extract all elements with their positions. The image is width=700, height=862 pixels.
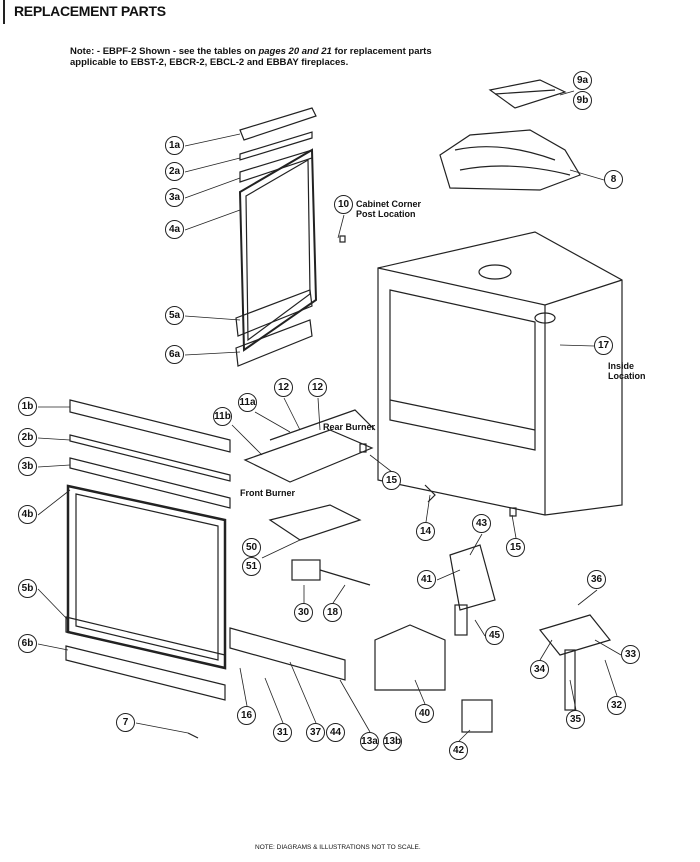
upper-trim-parts <box>235 107 346 367</box>
leader-lines <box>37 90 622 742</box>
callout-7: 7 <box>116 713 135 732</box>
callout-45: 45 <box>485 626 504 645</box>
callout-14: 14 <box>416 522 435 541</box>
callout-4a: 4a <box>165 220 184 239</box>
callout-42: 42 <box>449 741 468 760</box>
note-line1: Note: - EBPF-2 Shown - see the tables on <box>70 46 259 57</box>
callout-30: 30 <box>294 603 313 622</box>
callout-51: 51 <box>242 557 261 576</box>
callout-32: 32 <box>607 696 626 715</box>
callout-13a: 13a <box>360 732 379 751</box>
callout-16: 16 <box>237 706 256 725</box>
callout-50: 50 <box>242 538 261 557</box>
margin-bar <box>3 0 5 24</box>
callout-13b: 13b <box>383 732 402 751</box>
rear-burner-label: Rear Burner <box>323 422 376 432</box>
burner-assembly <box>243 409 612 733</box>
callout-34: 34 <box>530 660 549 679</box>
callout-17: 17 <box>594 336 613 355</box>
callout-9b: 9b <box>573 91 592 110</box>
callout-10: 10 <box>334 195 353 214</box>
callout-40: 40 <box>415 704 434 723</box>
note-pages: pages 20 and 21 <box>258 46 332 57</box>
callout-5a: 5a <box>165 306 184 325</box>
location-text: Location <box>608 371 646 381</box>
callout-43: 43 <box>472 514 491 533</box>
callout-31: 31 <box>273 723 292 742</box>
callout-2a: 2a <box>165 162 184 181</box>
callout-36: 36 <box>587 570 606 589</box>
callout-18: 18 <box>323 603 342 622</box>
note-line1-end: for replacement parts <box>331 46 432 57</box>
callout-12: 12 <box>308 378 327 397</box>
callout-8: 8 <box>604 170 623 189</box>
note-line2: applicable to EBST-2, EBCR-2, EBCL-2 and… <box>70 57 349 68</box>
callout-11a: 11a <box>238 393 257 412</box>
callout-2b: 2b <box>18 428 37 447</box>
callout-4b: 4b <box>18 505 37 524</box>
callout-33: 33 <box>621 645 640 664</box>
callout-35: 35 <box>566 710 585 729</box>
footer-note: NOTE: DIAGRAMS & ILLUSTRATIONS NOT TO SC… <box>255 844 421 851</box>
callout-6a: 6a <box>165 345 184 364</box>
callout-1b: 1b <box>18 397 37 416</box>
callout-15: 15 <box>506 538 525 557</box>
callout-1a: 1a <box>165 136 184 155</box>
callout-3b: 3b <box>18 457 37 476</box>
post-location-text: Post Location <box>356 209 416 219</box>
front-burner-label: Front Burner <box>240 488 295 498</box>
callout-6b: 6b <box>18 634 37 653</box>
note-text: Note: - EBPF-2 Shown - see the tables on… <box>70 46 432 68</box>
callout-3a: 3a <box>165 188 184 207</box>
callout-11b: 11b <box>213 407 232 426</box>
callout-15: 15 <box>382 471 401 490</box>
firebox <box>377 231 623 516</box>
page-title: REPLACEMENT PARTS <box>14 3 166 19</box>
callout-12: 12 <box>274 378 293 397</box>
cabinet-corner-text: Cabinet Corner <box>356 199 422 209</box>
callout-5b: 5b <box>18 579 37 598</box>
inside-text: Inside <box>608 361 635 371</box>
callout-41: 41 <box>417 570 436 589</box>
callout-44: 44 <box>326 723 345 742</box>
callout-9a: 9a <box>573 71 592 90</box>
log-set <box>439 79 581 191</box>
callout-37: 37 <box>306 723 325 742</box>
lower-trim-parts <box>65 399 346 739</box>
